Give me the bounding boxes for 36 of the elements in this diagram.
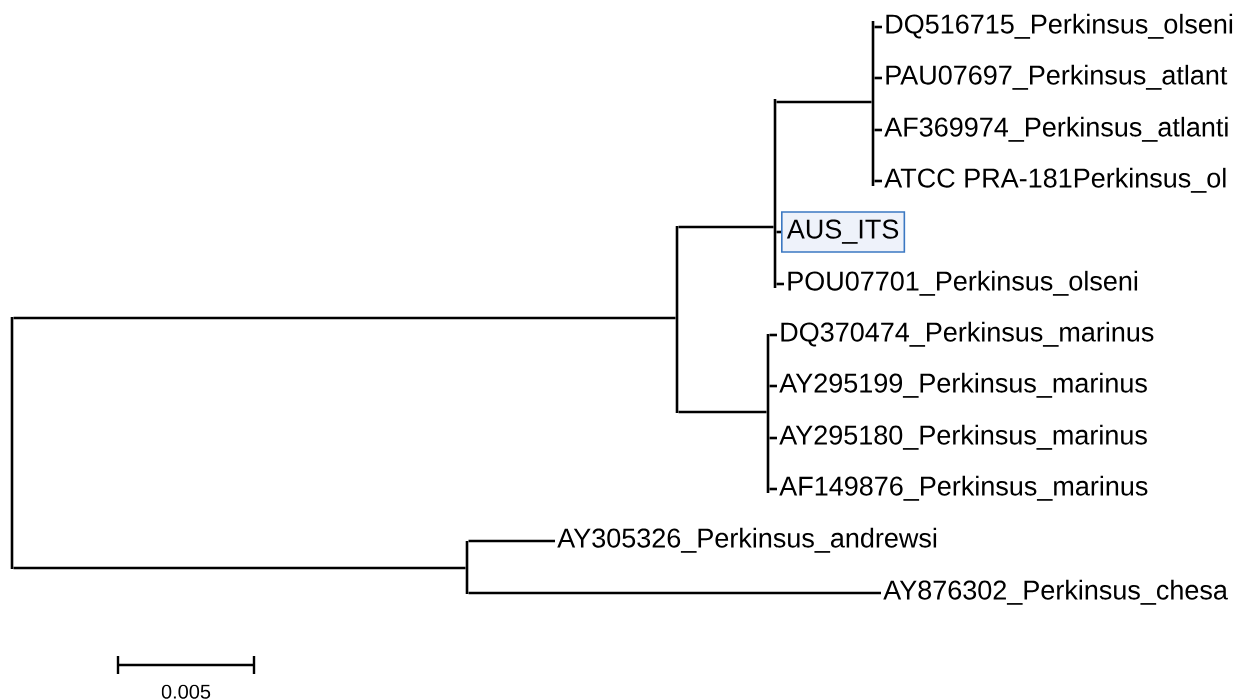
taxon-label: DQ370474_Perkinsus_marinus bbox=[781, 321, 1154, 347]
branch-line bbox=[468, 539, 555, 543]
scale-label: 0.005 bbox=[161, 684, 211, 699]
taxon-label: AY305326_Perkinsus_andrewsi bbox=[557, 527, 937, 553]
taxon-label: POU07701_Perkinsus_olseni bbox=[788, 270, 1138, 296]
branch-line bbox=[468, 591, 881, 595]
branch-line bbox=[769, 333, 777, 337]
branch-line bbox=[678, 410, 767, 414]
branch-line bbox=[769, 384, 777, 388]
branch-line bbox=[769, 487, 777, 491]
clade-bar bbox=[675, 226, 679, 413]
clade-bar bbox=[465, 541, 469, 594]
taxon-label: ATCC PRA-181Perkinsus_ol bbox=[884, 167, 1226, 193]
taxon-label: AY876302_Perkinsus_chesa bbox=[883, 579, 1228, 605]
branch-line bbox=[776, 282, 784, 286]
branch-line bbox=[776, 100, 872, 104]
clade-bar bbox=[871, 21, 875, 186]
taxon-label: DQ516715_Perkinsus_olseni bbox=[886, 13, 1233, 39]
taxon-label: AY295199_Perkinsus_marinus bbox=[779, 372, 1147, 398]
clade-bar bbox=[10, 317, 14, 569]
taxon-label: AF149876_Perkinsus_marinus bbox=[779, 475, 1148, 501]
clade-bar bbox=[773, 99, 777, 288]
branch-line bbox=[874, 179, 882, 183]
branch-line bbox=[874, 128, 882, 132]
taxon-label: AY295180_Perkinsus_marinus bbox=[779, 424, 1147, 450]
taxon-label: PAU07697_Perkinsus_atlant bbox=[886, 64, 1228, 90]
branch-line bbox=[769, 436, 777, 440]
highlighted-label: AUS_ITS bbox=[781, 211, 906, 253]
branch-line bbox=[13, 316, 676, 320]
taxon-label: AF369974_Perkinsus_atlanti bbox=[884, 116, 1228, 142]
branch-line bbox=[678, 225, 774, 229]
branch-line bbox=[874, 76, 882, 80]
branch-line bbox=[874, 25, 882, 29]
branch-line bbox=[13, 566, 466, 570]
branch-line bbox=[776, 230, 781, 234]
clade-bar bbox=[766, 334, 770, 493]
